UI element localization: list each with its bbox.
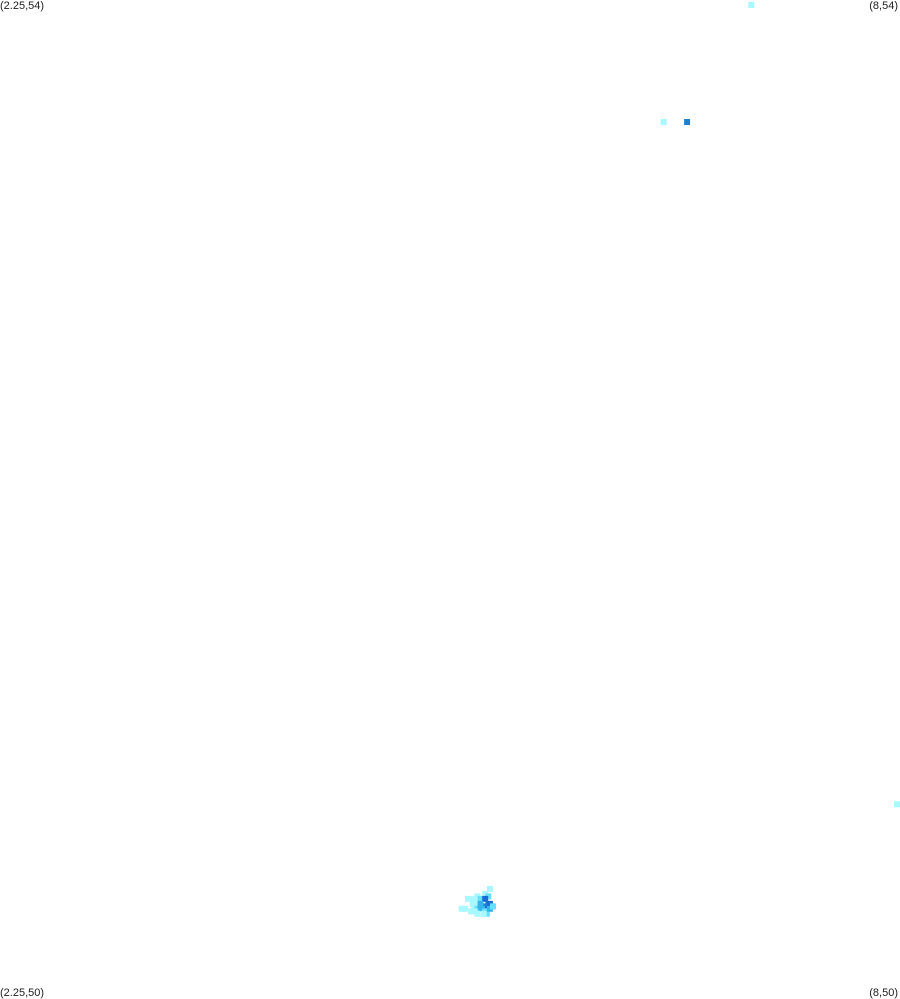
corner-label-top-right: (8,54) — [869, 0, 898, 12]
grid-cell — [485, 893, 492, 900]
grid-cell — [480, 910, 487, 917]
grid-cell — [461, 905, 468, 912]
grid-cell — [486, 885, 493, 892]
grid-cell — [474, 905, 481, 912]
grid-cell — [483, 910, 490, 917]
grid-cell — [458, 905, 465, 912]
grid-cell — [474, 910, 481, 917]
grid-cell — [748, 2, 755, 8]
grid-cell — [894, 801, 900, 808]
grid-cell — [471, 903, 478, 910]
grid-cell — [465, 895, 471, 902]
grid-cell — [479, 905, 486, 912]
corner-label-bottom-left: (2.25,50) — [0, 987, 45, 999]
grid-cell — [471, 908, 478, 915]
grid-cell — [486, 905, 493, 912]
grid-cell — [474, 893, 481, 900]
grid-cell — [477, 895, 484, 902]
corner-label-bottom-right: (8,50) — [869, 987, 898, 999]
corner-label-top-left: (2.25,54) — [0, 0, 45, 12]
grid-cell — [490, 903, 496, 910]
grid-cell — [660, 119, 667, 125]
grid-cell — [684, 119, 691, 125]
grid-cell — [468, 908, 475, 915]
grid-cell — [482, 890, 489, 897]
grid-cell — [482, 895, 489, 902]
